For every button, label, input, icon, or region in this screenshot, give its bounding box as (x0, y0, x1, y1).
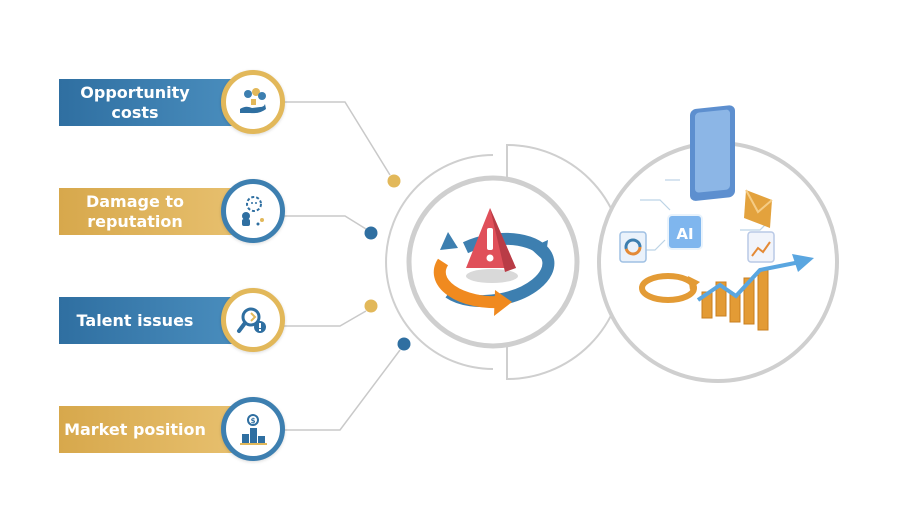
connector-dot-3 (364, 299, 378, 313)
item-talent-issues: Talent issues (59, 297, 247, 344)
connector-dot-1 (387, 174, 401, 188)
ai-analytics-icon: AI (619, 105, 814, 331)
item-opportunity-costs: Opportunity costs (59, 79, 247, 126)
connector-line-4 (283, 349, 401, 431)
money-hand-icon (221, 70, 285, 134)
svg-text:$: $ (251, 417, 256, 425)
item-label: Talent issues (76, 310, 194, 330)
connector-line-3 (283, 310, 367, 327)
outer-arc-left (385, 154, 494, 370)
connector-line-2 (283, 215, 367, 230)
connector-dot-4 (397, 337, 411, 351)
connector-dot-2 (364, 226, 378, 240)
podium-coin-icon: $ (221, 397, 285, 461)
item-market-position: Market position (59, 406, 247, 453)
item-label: Market position (64, 419, 206, 439)
item-damage-to-reputation: Damage to reputation (59, 188, 247, 235)
magnifier-alert-icon (221, 288, 285, 352)
svg-text:AI: AI (676, 225, 693, 243)
connector-line-1 (283, 101, 391, 176)
worried-person-icon (221, 179, 285, 243)
item-label: Damage to reputation (85, 191, 185, 231)
item-label: Opportunity costs (80, 82, 190, 122)
cycle-alert-icon (433, 208, 555, 316)
